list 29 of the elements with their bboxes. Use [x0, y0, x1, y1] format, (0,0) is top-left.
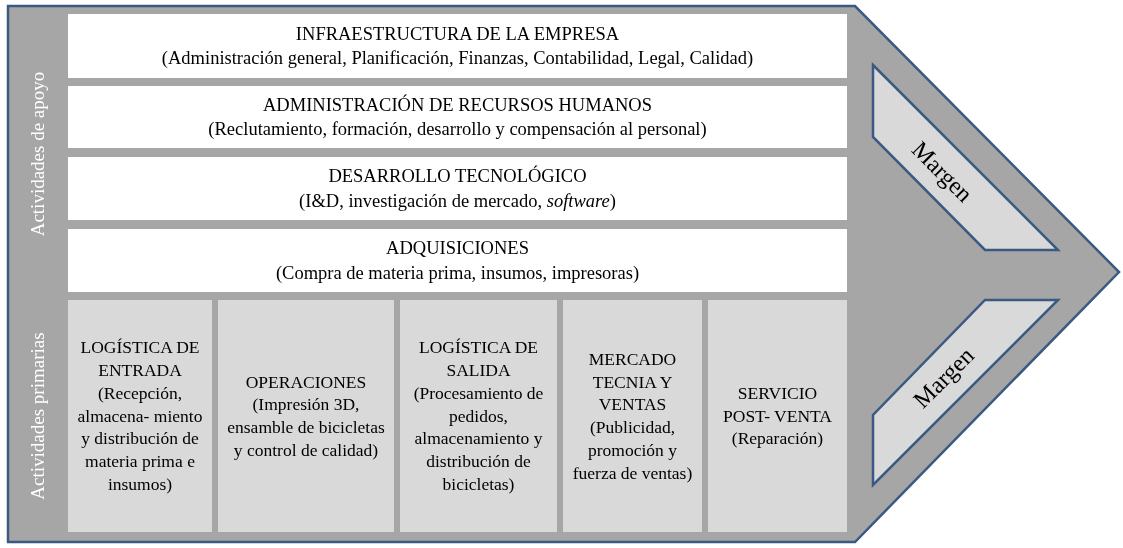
primary-activity-box: [218, 300, 394, 532]
activity-description: (Recepción, almacena- miento y distribución de materia prima e insumos): [77, 381, 203, 496]
activity-heading: OPERACIONES: [245, 370, 367, 394]
activity-description: (Compra de materia prima, insumos, impresoras): [275, 261, 640, 285]
activity-description: (Reparación): [731, 427, 824, 451]
primary-activity-box: [708, 300, 847, 532]
support-activity-bar: [68, 86, 847, 148]
activity-description: (Impresión 3D, ensamble de bicicletas y control de calidad): [227, 393, 385, 462]
activity-description: (Procesamiento de pedidos, almacenamiento y distribución de bicicletas): [412, 381, 545, 496]
activity-heading: LOGÍSTICA DE ENTRADA: [79, 336, 201, 382]
activity-heading: SERVICIO POST- VENTA: [722, 381, 833, 428]
activity-heading: MERCADO TECNIA Y VENTAS: [587, 347, 678, 416]
primary-activity-box: [68, 300, 212, 532]
activity-heading: LOGÍSTICA DE SALIDA: [417, 336, 540, 382]
activity-description: (Reclutamiento, formación, desarrollo y compensación al personal): [208, 118, 707, 141]
support-activity-bar: [68, 157, 847, 220]
primary-activity-box: [400, 300, 557, 532]
activity-description: (I&D, investigación de mercado, software): [299, 189, 616, 213]
section-label: Actividades de apoyo: [27, 71, 49, 237]
activity-heading: ADQUISICIONES: [386, 237, 529, 261]
activity-heading: DESARROLLO TECNOLÓGICO: [328, 164, 587, 189]
section-label: Actividades primarias: [27, 332, 49, 500]
primary-activity-box: [563, 300, 702, 532]
support-activity-bar: [68, 14, 847, 78]
activity-heading: INFRAESTRUCTURA DE LA EMPRESA: [295, 22, 620, 46]
activity-description: (Administración general, Planificación, Finanzas, Contabilidad, Legal, Calidad): [161, 47, 754, 70]
support-activity-bar: [68, 229, 847, 292]
activity-heading: ADMINISTRACIÓN DE RECURSOS HUMANOS: [262, 93, 653, 117]
activity-description: (Publicidad, promoción y fuerza de ventas): [572, 416, 693, 485]
